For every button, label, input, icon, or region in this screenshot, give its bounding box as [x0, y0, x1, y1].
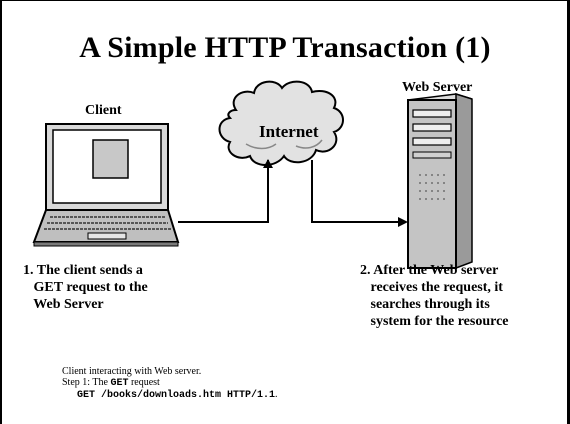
note-line-3-suffix: .: [275, 389, 278, 400]
slide-border-top: [0, 0, 570, 1]
client-label: Client: [85, 103, 122, 118]
server-tower-icon: [407, 92, 473, 270]
step1-caption: 1. The client sends a GET request to the…: [23, 263, 148, 312]
note-line-1: Client interacting with Web server.: [62, 366, 202, 377]
note-line-2: Step 1: The GET request: [62, 377, 278, 389]
step2-caption: 2. After the Web server receives the req…: [360, 263, 509, 329]
note-request-code: GET /books/downloads.htm HTTP/1.1: [77, 390, 276, 401]
note-line-2-prefix: Step 1: The: [62, 377, 111, 388]
note-line-2-suffix: request: [128, 377, 160, 388]
arrowhead-right: [398, 217, 408, 227]
note-line-3: GET /books/downloads.htm HTTP/1.1.: [62, 389, 278, 401]
arrowhead-up: [263, 159, 273, 168]
internet-label: Internet: [259, 122, 319, 141]
cloud-icon: [218, 80, 344, 166]
connection-arrow-icon: [178, 160, 404, 223]
notes-block: Client interacting with Web server. Step…: [62, 366, 278, 401]
slide-border-left: [0, 0, 2, 424]
note-get-code: GET: [110, 378, 129, 389]
web-server-label: Web Server: [402, 80, 473, 95]
slide-border-right: [567, 0, 570, 424]
slide-title: A Simple HTTP Transaction (1): [79, 31, 491, 64]
laptop-icon: [32, 123, 180, 247]
